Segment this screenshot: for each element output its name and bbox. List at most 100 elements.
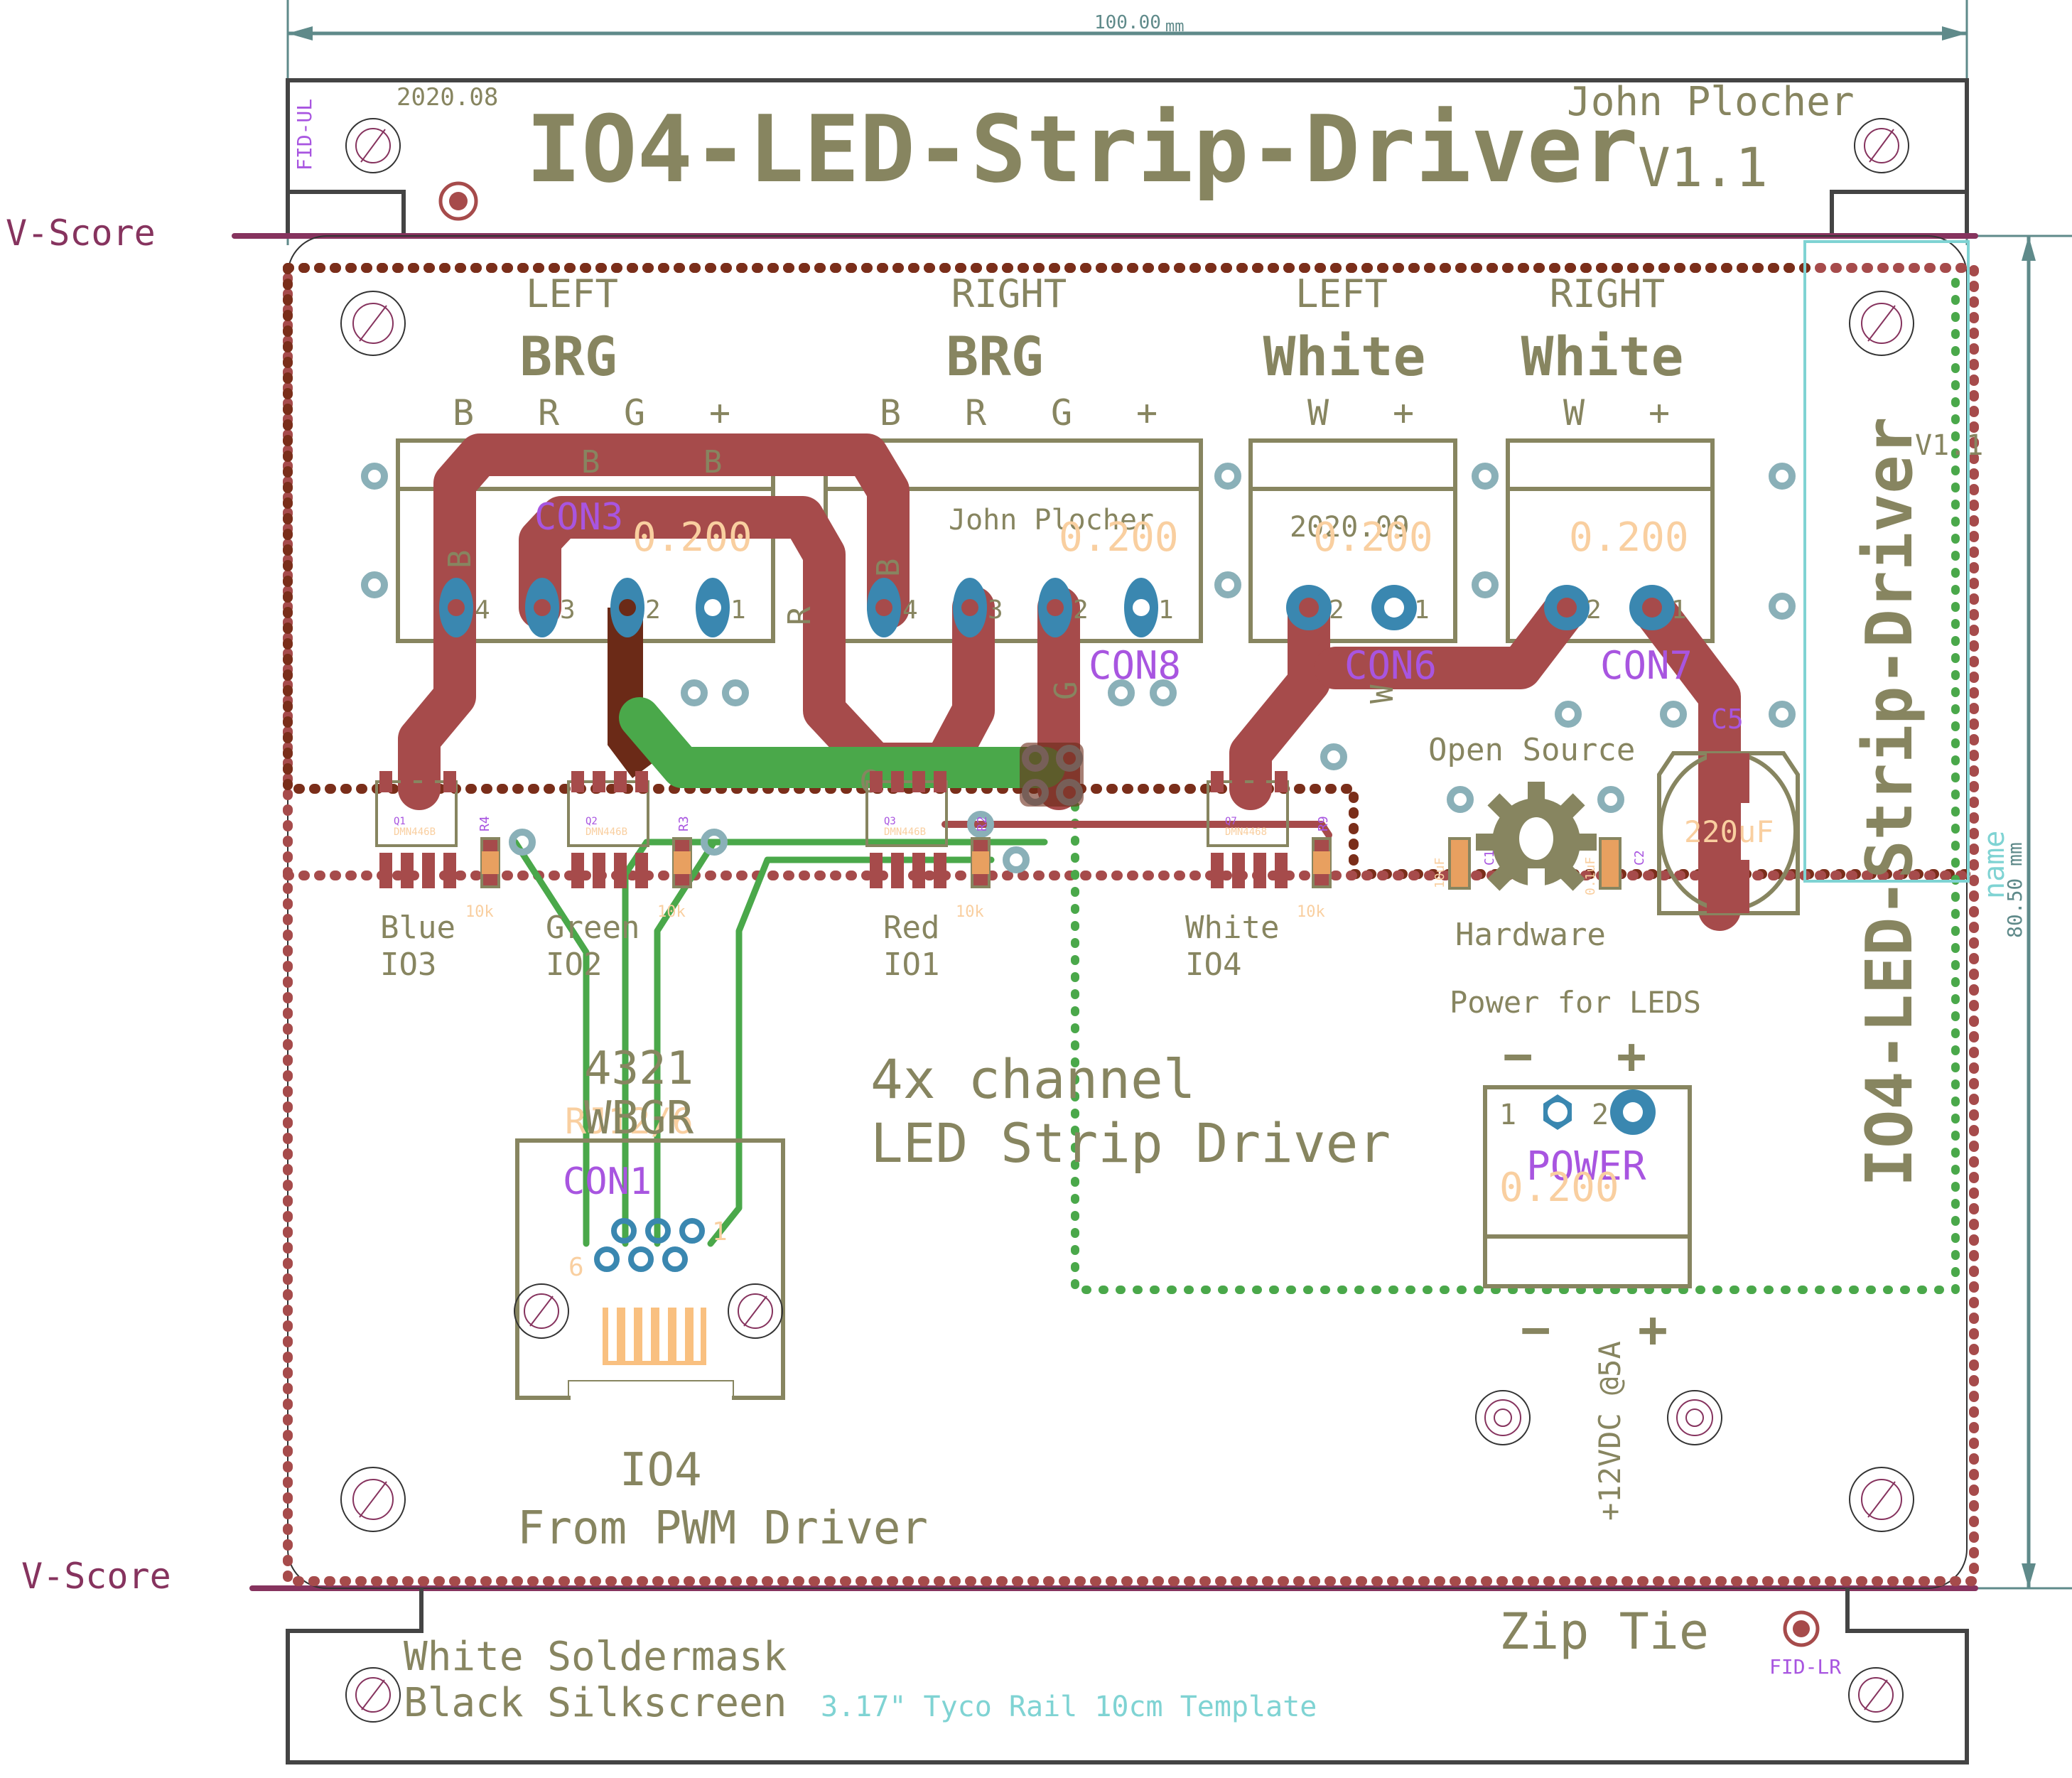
svg-text:B: B <box>870 559 907 578</box>
power-hole-icon <box>1475 1390 1531 1445</box>
svg-text:W: W <box>1364 684 1401 704</box>
capacitor-c1: 10uF C1 <box>1432 837 1497 890</box>
svg-text:C5: C5 <box>1711 704 1744 735</box>
date-top: 2020.08 <box>396 83 498 112</box>
pin-numbers: 4 3 2 1 4 3 2 1 2 1 2 1 <box>475 596 1687 625</box>
svg-text:R: R <box>538 392 560 433</box>
con7-ref: CON7 <box>1600 643 1693 688</box>
con3-side: LEFT <box>526 271 618 316</box>
svg-text:0.200: 0.200 <box>1499 1165 1619 1211</box>
svg-text:+: + <box>709 392 730 433</box>
center-text-line2: LED Strip Driver <box>870 1111 1391 1175</box>
svg-text:3: 3 <box>560 596 576 625</box>
svg-text:220uF: 220uF <box>1684 814 1774 849</box>
svg-text:Q7: Q7 <box>1225 816 1237 827</box>
svg-text:+: + <box>1617 1027 1646 1085</box>
con3-ref: CON3 <box>534 496 623 539</box>
capacitor-c5: 220uF C5 <box>1657 704 1800 915</box>
svg-text:Q3: Q3 <box>884 816 896 827</box>
svg-text:+: + <box>1393 392 1414 433</box>
svg-text:Blue: Blue <box>380 910 455 946</box>
vertical-title: IO4-LED-Strip-Driver <box>1852 416 1927 1187</box>
svg-text:DMN446B: DMN446B <box>394 826 436 838</box>
con3-type: BRG <box>519 325 617 388</box>
svg-text:10k: 10k <box>1297 903 1325 921</box>
top-rail: 2020.08 IO4-LED-Strip-Driver John Ploche… <box>286 78 1969 235</box>
author: John Plocher <box>1567 79 1855 125</box>
connector-author: John Plocher <box>949 504 1154 537</box>
svg-text:Q2: Q2 <box>586 816 598 827</box>
con8-type: BRG <box>946 325 1043 388</box>
svg-text:+12VDC @5A: +12VDC @5A <box>1592 1341 1627 1521</box>
svg-text:1: 1 <box>1671 596 1687 625</box>
zip-tie-label: Zip Tie <box>1499 1602 1709 1661</box>
rail-line2: Black Silkscreen <box>404 1680 787 1726</box>
svg-text:Q1: Q1 <box>394 816 406 827</box>
mounting-hole-icon <box>514 1283 569 1339</box>
svg-text:1: 1 <box>1499 1099 1516 1131</box>
svg-text:R: R <box>965 392 987 433</box>
fiducial-lr-label: FID-LR <box>1769 1655 1841 1679</box>
mounting-hole-icon <box>345 1667 401 1723</box>
svg-text:2: 2 <box>645 596 661 625</box>
version: V1.1 <box>1638 136 1768 199</box>
fiducial-icon <box>1783 1610 1820 1647</box>
svg-text:RJ12/6: RJ12/6 <box>565 1101 694 1142</box>
svg-text:DMN446B: DMN446B <box>884 826 926 838</box>
svg-text:+: + <box>1136 392 1158 433</box>
input-label-line2: From PWM Driver <box>517 1502 928 1555</box>
board-outline <box>287 235 1968 1589</box>
svg-text:R3: R3 <box>676 816 691 831</box>
power-heading: Power for LEDS <box>1450 985 1701 1020</box>
svg-text:10k: 10k <box>956 903 984 921</box>
width-value: 100.00 <box>1094 12 1161 33</box>
svg-text:Green: Green <box>546 910 640 946</box>
mounting-hole-icon <box>340 291 406 356</box>
svg-text:CON1: CON1 <box>563 1160 652 1203</box>
oshw-line1: Open Source <box>1428 732 1635 768</box>
svg-text:G: G <box>1048 681 1084 701</box>
mounting-hole-icon <box>345 118 401 173</box>
svg-text:6: 6 <box>568 1253 584 1282</box>
svg-text:R: R <box>782 606 818 625</box>
junction-pad <box>1020 743 1084 807</box>
svg-text:R4: R4 <box>477 816 492 831</box>
mounting-hole-icon <box>1849 291 1914 356</box>
svg-text:10k: 10k <box>657 903 686 921</box>
svg-text:3: 3 <box>988 596 1003 625</box>
trace-labels: B B B B R G G W <box>442 444 1401 800</box>
svg-text:10uF: 10uF <box>1432 858 1447 888</box>
svg-text:−: − <box>1503 1027 1533 1085</box>
svg-text:B: B <box>442 550 478 569</box>
svg-text:White: White <box>1185 910 1279 946</box>
svg-text:−: − <box>1521 1300 1550 1359</box>
name-label: name <box>1978 831 2011 899</box>
oshw-gear-icon <box>1476 782 1597 891</box>
fiducial-ul-label: FID-UL <box>293 99 316 171</box>
svg-text:1: 1 <box>1414 596 1430 625</box>
height-dimension: 80.50 mm name <box>1968 235 2072 1590</box>
svg-text:+: + <box>1649 392 1670 433</box>
arrow-right-icon <box>1942 26 1967 41</box>
svg-text:1: 1 <box>712 1217 728 1246</box>
svg-text:W: W <box>1563 392 1585 433</box>
svg-text:W: W <box>1307 392 1329 433</box>
svg-text:+: + <box>1638 1300 1668 1359</box>
svg-text:10k: 10k <box>465 903 494 921</box>
svg-text:2: 2 <box>1329 596 1344 625</box>
svg-text:2: 2 <box>1592 1099 1609 1131</box>
connector-date: 2020.09 <box>1290 511 1410 544</box>
board-title: IO4-LED-Strip-Driver <box>526 95 1638 203</box>
mosfet-packages <box>375 771 1289 888</box>
con8-side: RIGHT <box>951 271 1067 316</box>
mounting-hole-icon <box>340 1467 406 1532</box>
svg-text:4: 4 <box>475 596 490 625</box>
svg-text:C1: C1 <box>1482 850 1497 866</box>
svg-text:1: 1 <box>1158 596 1174 625</box>
power-hole-icon <box>1667 1390 1722 1445</box>
keepout-regions <box>283 240 1979 1586</box>
vertical-version: V1.1 <box>1915 429 1983 462</box>
svg-text:2: 2 <box>1586 596 1602 625</box>
svg-text:C2: C2 <box>1632 850 1647 866</box>
svg-text:B: B <box>703 444 723 480</box>
